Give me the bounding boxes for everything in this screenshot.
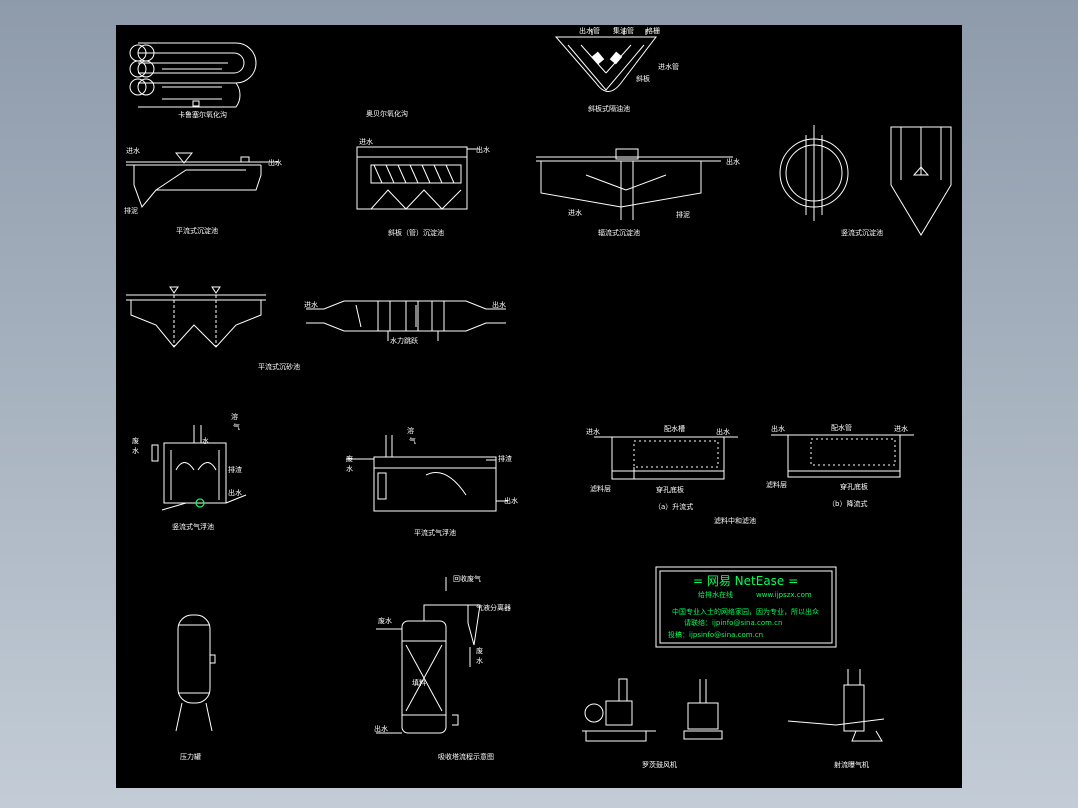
netease-info-panel: = 网易 NetEase = 给排水在线 www.ijpszx.com 中国专业… — [655, 566, 837, 648]
hydraulic-jump-chamber: 进水 出水 水力跳跃 — [304, 300, 506, 345]
label-qi: 气 — [409, 436, 416, 445]
label-inlet: 进水 — [304, 300, 318, 309]
label-outlet: 出水 — [268, 158, 282, 167]
label-outlet: 出水 — [492, 300, 506, 309]
label-fei: 废 — [346, 454, 353, 463]
label-outlet: 出水 — [374, 724, 388, 733]
label-grid: 格栅 — [646, 26, 660, 35]
label-sludge: 排泥 — [676, 210, 690, 219]
horizontal-grit-chamber: 平流式沉砂池 — [126, 286, 300, 371]
label-recycle-gas: 回收废气 — [453, 574, 481, 583]
vertical-flotation-tank: 溶 气 废 水 水 排渣 出水 竖流式气浮池 — [132, 412, 247, 531]
label-outlet: 出水 — [726, 157, 740, 166]
label-vertical-float: 竖流式气浮池 — [172, 522, 214, 531]
label-wastewater: 废水 — [378, 616, 392, 625]
roots-blower: 罗茨鼓风机 — [582, 678, 723, 769]
cad-drawing-canvas: 卡鲁塞尔氧化沟 奥贝尔氧化沟 出水管 集油管 格栅 进水管 斜板 斜板式隔油池 … — [116, 25, 962, 788]
label-outlet: 出水 — [771, 424, 785, 433]
karusel-oxidation-ditch: 卡鲁塞尔氧化沟 — [129, 42, 257, 119]
label-aobai: 奥贝尔氧化沟 — [366, 109, 408, 118]
label-perforated-plate: 穿孔底板 — [656, 485, 684, 494]
label-horizontal-sed: 平流式沉淀池 — [176, 226, 218, 235]
label-horizontal-float: 平流式气浮池 — [414, 528, 456, 537]
label-filter-layer: 滤料层 — [766, 480, 787, 489]
drawing-sheet: 卡鲁塞尔氧化沟 奥贝尔氧化沟 出水管 集油管 格栅 进水管 斜板 斜板式隔油池 … — [124, 26, 952, 769]
label-perforated-plate: 穿孔底板 — [840, 482, 868, 491]
label-scum: 排渣 — [498, 454, 512, 463]
label-water: 水 — [476, 656, 483, 665]
label-waste: 废 — [476, 646, 483, 655]
label-rong: 溶 — [407, 426, 414, 435]
label-inlet: 进水 — [568, 208, 582, 217]
label-inlet-pipe: 进水管 — [658, 62, 679, 71]
inclined-plate-sedimentation-tank: 进水 出水 斜板（管）沉淀池 — [356, 137, 490, 237]
netease-subtitle: 给排水在线 — [698, 590, 733, 599]
label-rong: 溶 — [231, 412, 238, 421]
label-scum: 排渣 — [228, 465, 242, 474]
horizontal-sedimentation-tank: 进水 出水 排泥 平流式沉淀池 — [124, 146, 282, 235]
label-shui: 水 — [346, 464, 353, 473]
label-qi: 气 — [233, 422, 240, 431]
label-jet-aerator: 射流曝气机 — [834, 760, 869, 769]
netease-contact: 请联络：ijpinfo@sina.com.cn — [684, 618, 782, 627]
label-outlet: 出水 — [476, 145, 490, 154]
label-horizontal-grit: 平流式沉砂池 — [258, 362, 300, 371]
jet-aerator: 射流曝气机 — [787, 669, 885, 769]
label-upflow: （a）升流式 — [654, 502, 693, 511]
label-inlet: 进水 — [894, 424, 908, 433]
label-shui: 水 — [132, 446, 139, 455]
label-radial-sed: 辐流式沉淀池 — [598, 228, 640, 237]
horizontal-flotation-tank: 溶 气 废 水 排渣 出水 平流式气浮池 — [346, 426, 518, 537]
label-gas-liquid: 气液分离器 — [476, 603, 511, 612]
vertical-sedimentation-tank: 竖流式沉淀池 — [779, 125, 952, 237]
label-outlet: 出水 — [504, 496, 518, 505]
label-packing: 填料 — [412, 678, 426, 687]
label-fei: 废 — [132, 436, 139, 445]
label-inlet: 进水 — [126, 146, 140, 155]
label-pressure-tank: 压力罐 — [180, 752, 201, 761]
label-water-trough: 配水槽 — [664, 424, 685, 433]
label-hydraulic-jump: 水力跳跃 — [390, 336, 418, 345]
radial-sedimentation-tank: 出水 进水 排泥 辐流式沉淀池 — [536, 148, 740, 237]
netease-url: www.ijpszx.com — [756, 591, 812, 599]
inclined-oil-separator: 出水管 集油管 格栅 进水管 斜板 斜板式隔油池 — [554, 26, 679, 113]
netease-submit: 投稿：ijpsinfo@sina.com.cn — [668, 630, 763, 639]
label-plate-top: 斜板 — [636, 74, 650, 83]
label-absorb-tower: 吸收塔流程示意图 — [438, 752, 494, 761]
label-inlet: 进水 — [359, 137, 373, 146]
label-outlet: 出水 — [228, 488, 242, 497]
label-sludge: 排泥 — [124, 206, 138, 215]
label-shui2: 水 — [202, 436, 209, 445]
label-inlet: 进水 — [586, 427, 600, 436]
label-neutralization: 滤料中和滤池 — [714, 516, 756, 525]
label-downflow: （b）降流式 — [828, 499, 867, 508]
label-oil-pipe: 集油管 — [613, 26, 634, 35]
netease-slogan: 中国专业入士的网络家园，因为专业，所以出众 — [672, 607, 819, 616]
label-outlet-pipe: 出水管 — [579, 26, 600, 35]
label-karusel: 卡鲁塞尔氧化沟 — [178, 110, 227, 119]
label-oil-separator: 斜板式隔油池 — [588, 104, 630, 113]
absorption-tower: 回收废气 气液分离器 废水 废 水 填料 出水 吸收塔流程示意图 — [374, 574, 511, 761]
neutralization-filter: 进水 配水槽 出水 滤料层 穿孔底板 （a）升流式 出水 配水管 进水 滤料层 … — [586, 423, 914, 525]
label-vertical-sed: 竖流式沉淀池 — [841, 228, 883, 237]
label-outlet: 出水 — [716, 427, 730, 436]
pressure-tank: 压力罐 — [175, 614, 216, 761]
label-distrib-pipe: 配水管 — [831, 423, 852, 432]
label-inclined-sed: 斜板（管）沉淀池 — [388, 228, 444, 237]
label-roots-blower: 罗茨鼓风机 — [642, 760, 677, 769]
label-filter-layer: 滤料层 — [590, 484, 611, 493]
netease-title: = 网易 NetEase = — [693, 574, 798, 588]
